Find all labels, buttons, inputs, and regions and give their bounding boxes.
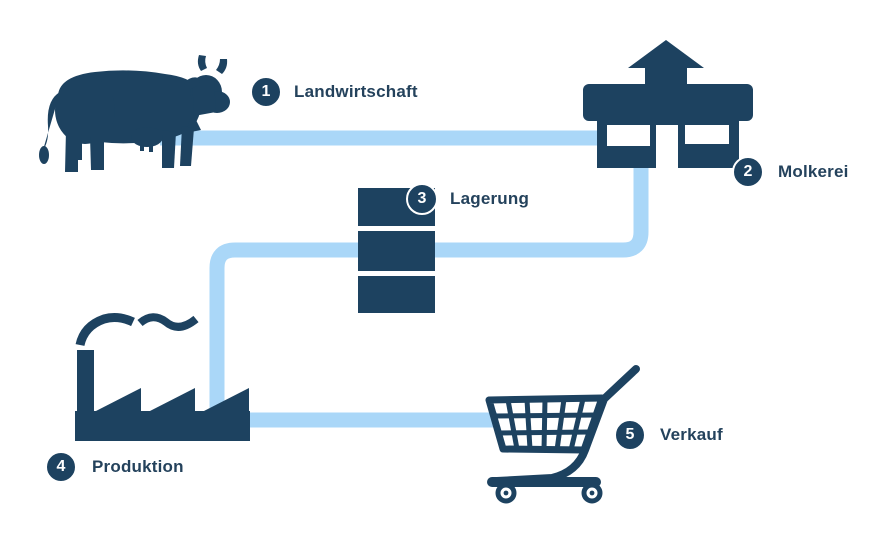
step-badge-4: 4 — [45, 451, 77, 483]
cow-icon — [39, 55, 230, 172]
cow-udder — [131, 127, 163, 147]
cart-handle — [493, 365, 640, 485]
factory-roof-tooth — [202, 388, 249, 412]
factory-roof-tooth — [148, 388, 195, 412]
barrel-segment-middle — [358, 231, 435, 271]
cow-ear — [184, 77, 200, 89]
step-label-lagerung: Lagerung — [450, 189, 530, 208]
factory-smoke — [137, 313, 199, 331]
building-window-right — [685, 125, 729, 144]
step-label-molkerei: Molkerei — [778, 162, 849, 181]
factory-icon — [75, 313, 250, 441]
cart-basket-grid — [493, 398, 597, 451]
cow-horn-right — [216, 59, 228, 74]
step-badge-1: 1 — [250, 76, 282, 108]
factory-body — [75, 411, 250, 441]
cow-udder-teat — [149, 143, 153, 152]
storage-barrels-icon — [358, 188, 435, 313]
cart-wheel-hub — [589, 490, 595, 496]
factory-chimney — [77, 350, 94, 416]
step-badge-3: 3 — [406, 183, 438, 215]
cow-leg — [90, 136, 104, 170]
shopping-cart-icon — [485, 365, 640, 504]
step-label-landwirtschaft: Landwirtschaft — [294, 82, 418, 101]
factory-smoke — [75, 313, 135, 347]
building-door — [656, 125, 678, 168]
building-arrow — [628, 40, 704, 88]
step-label-verkauf: Verkauf — [660, 425, 723, 444]
building-roof — [583, 84, 753, 121]
cow-horn-left — [197, 55, 207, 71]
barrel-segment-bottom — [358, 276, 435, 313]
cow-leg — [65, 130, 82, 172]
factory-roof-tooth — [94, 388, 141, 412]
cow-tail-tuft — [39, 146, 49, 164]
cow-hindquarter — [55, 76, 115, 144]
cow-neck — [192, 78, 216, 116]
step-badge-2: 2 — [732, 156, 764, 188]
building-window-left — [607, 125, 650, 146]
dairy-building-icon — [583, 40, 753, 168]
cow-leg — [162, 130, 176, 168]
step-badge-5: 5 — [614, 419, 646, 451]
cow-leg — [180, 126, 194, 166]
cow-udder-teat — [140, 142, 144, 151]
cart-wheel-hub — [503, 490, 509, 496]
step-label-produktion: Produktion — [92, 457, 184, 476]
